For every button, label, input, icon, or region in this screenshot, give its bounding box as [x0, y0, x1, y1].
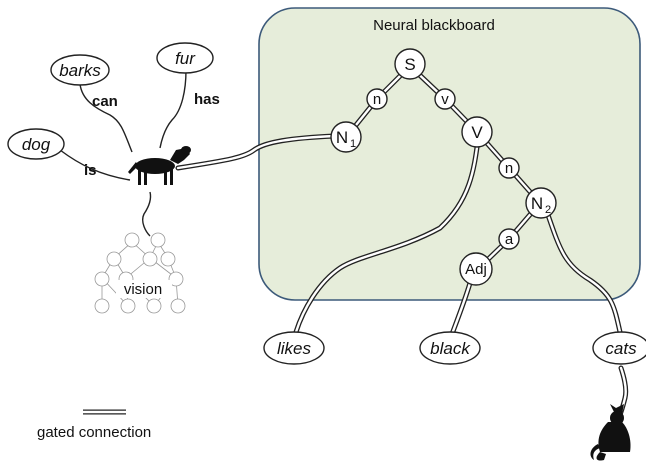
svg-text:Adj: Adj — [465, 261, 487, 278]
svg-text:N: N — [531, 194, 543, 213]
node-n-subject: n — [366, 88, 388, 110]
relation-has: has — [194, 91, 220, 108]
svg-text:2: 2 — [545, 204, 551, 216]
vision-network — [94, 232, 186, 314]
svg-text:n: n — [505, 160, 513, 177]
node-Adj: Adj — [459, 252, 493, 286]
dog-silhouette — [128, 146, 191, 185]
relation-is: is — [84, 162, 97, 179]
svg-text:n: n — [373, 91, 381, 108]
blackboard-panel — [258, 7, 641, 301]
node-N1: N 1 — [330, 121, 362, 153]
svg-text:1: 1 — [350, 138, 356, 150]
svg-text:barks: barks — [59, 61, 101, 80]
node-a: a — [498, 228, 520, 250]
concept-fur: fur — [156, 42, 214, 74]
word-cats: cats — [592, 331, 646, 365]
legend-label: gated connection — [37, 424, 151, 441]
concept-connections — [59, 69, 187, 237]
cat-silhouette — [590, 404, 631, 461]
concept-dog: dog — [7, 128, 65, 160]
svg-text:N: N — [336, 128, 348, 147]
svg-text:black: black — [430, 339, 471, 358]
svg-text:S: S — [404, 55, 415, 74]
svg-text:V: V — [471, 123, 483, 142]
node-S: S — [394, 48, 426, 80]
svg-text:likes: likes — [277, 339, 312, 358]
node-v: v — [434, 88, 456, 110]
node-V: V — [461, 116, 493, 148]
vision-label: vision — [124, 281, 162, 298]
word-likes: likes — [263, 331, 325, 365]
svg-text:fur: fur — [175, 49, 196, 68]
word-black: black — [419, 331, 481, 365]
node-n-object: n — [498, 157, 520, 179]
svg-text:v: v — [441, 91, 449, 108]
svg-text:a: a — [505, 231, 514, 248]
concept-barks: barks — [50, 54, 110, 86]
node-N2: N 2 — [525, 187, 557, 219]
svg-text:dog: dog — [22, 135, 51, 154]
svg-text:cats: cats — [605, 339, 637, 358]
blackboard-title: Neural blackboard — [373, 17, 495, 34]
relation-can: can — [92, 93, 118, 110]
